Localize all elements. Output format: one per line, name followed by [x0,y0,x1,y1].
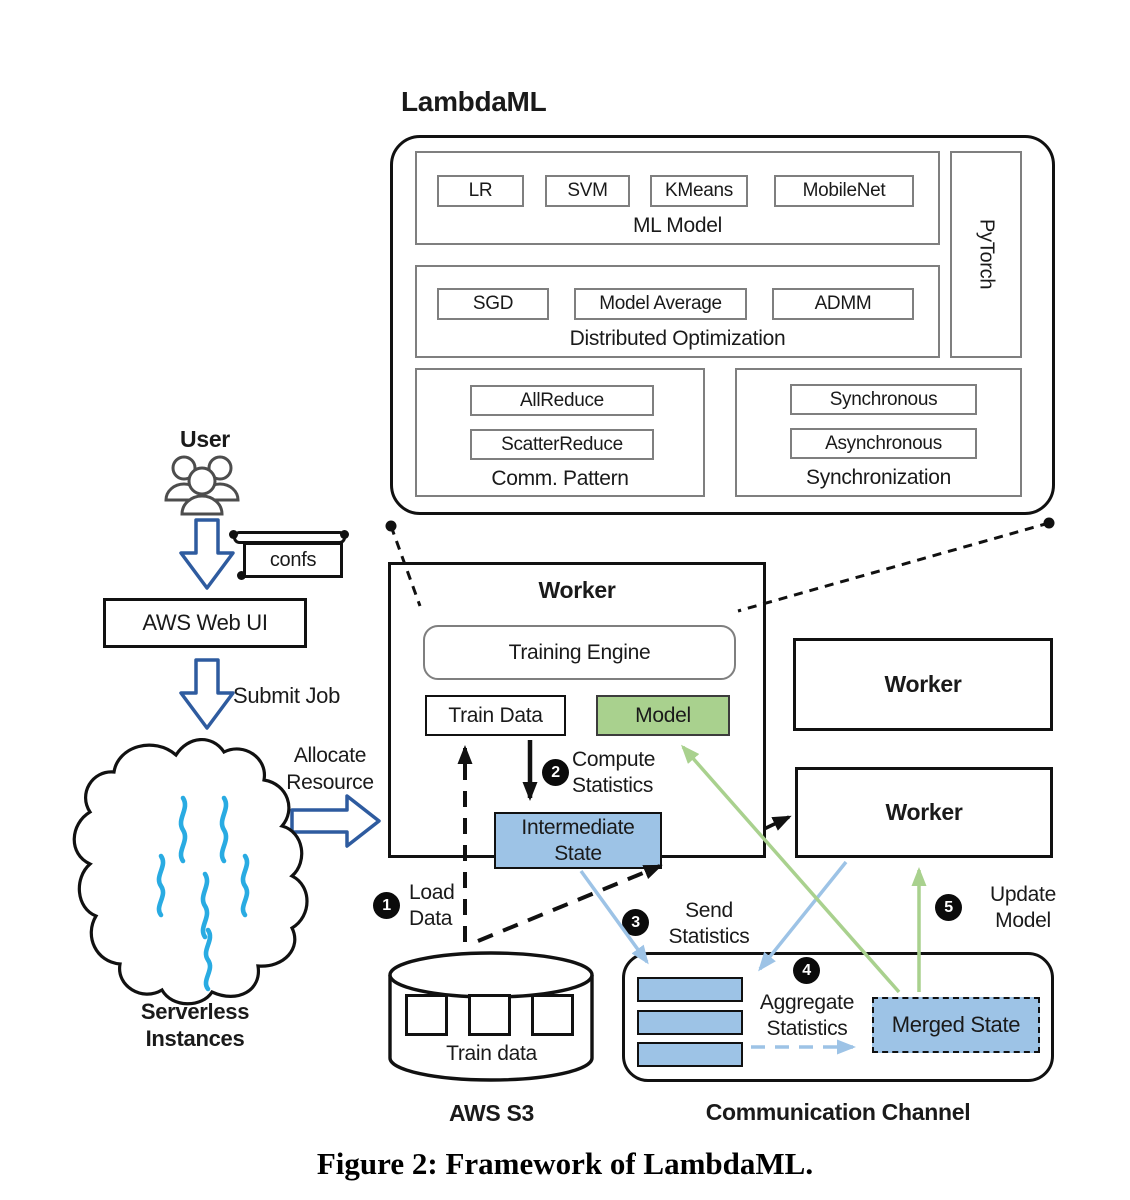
confs-box: confs [243,542,343,578]
down-arrow-icon [179,518,235,590]
step-4-badge: 4 [793,957,820,984]
allocate-resource-label: Allocate Resource [286,744,374,794]
aws-web-ui-box: AWS Web UI [103,598,307,648]
ml-model-item-lr: LR [437,175,524,207]
confs-dot [340,530,349,539]
statistics-bar [637,1042,743,1067]
worker-main-title: Worker [538,577,616,603]
statistics-bar [637,1010,743,1035]
s3-train-data-label: Train data [446,1042,537,1065]
synchronization-label: Synchronization [806,466,951,489]
aws-web-ui-label: AWS Web UI [142,610,268,635]
intermediate-state-box: Intermediate State [494,812,662,869]
sync-item-synchronous: Synchronous [790,384,977,415]
s3-data-block [405,994,448,1036]
cloud-icon [72,737,309,1006]
serverless-instances-label: Serverless Instances [140,999,250,1051]
lambda-squiggles [156,795,250,992]
step-1-badge: 1 [373,892,400,919]
step-5-badge: 5 [935,894,962,921]
comm-pattern-group: AllReduce ScatterReduce Comm. Pattern [415,368,705,497]
figure-caption: Figure 2: Framework of LambdaML. [316,1146,814,1181]
ml-model-item-mobilenet: MobileNet [774,175,914,207]
worker-right-2-box: Worker [795,767,1053,858]
s3-data-block [531,994,574,1036]
worker-link-arrow [763,815,792,831]
step-2-badge: 2 [542,759,569,786]
dist-opt-item-sgd: SGD [437,288,549,320]
user-label: User [180,426,230,452]
pytorch-box: PyTorch [950,151,1022,358]
statistics-bar [637,977,743,1002]
confs-dot [229,530,238,539]
comm-pattern-item-scatterreduce: ScatterReduce [470,429,654,460]
distributed-optimization-label: Distributed Optimization [569,327,786,350]
ml-model-label: ML Model [632,214,723,237]
down-arrow-icon [179,658,235,730]
ml-model-item-svm: SVM [545,175,630,207]
pytorch-label: PyTorch [975,219,998,290]
confs-lid [233,531,346,544]
synchronization-group: Synchronous Asynchronous Synchronization [735,368,1022,497]
s3-data-block [468,994,511,1036]
comm-pattern-label: Comm. Pattern [491,467,629,490]
confs-label: confs [269,548,317,571]
framework-callout-right [737,517,1055,613]
submit-job-label: Submit Job [233,683,341,708]
aws-s3-label: AWS S3 [448,1100,535,1126]
comm-pattern-item-allreduce: AllReduce [470,385,654,416]
framework-title: LambdaML [401,86,547,117]
confs-dot [237,571,246,580]
train-data-box: Train Data [425,695,566,736]
model-box: Model [596,695,730,736]
training-engine-box: Training Engine [423,625,736,680]
worker-right-1-box: Worker [793,638,1053,731]
ml-model-item-kmeans: KMeans [650,175,748,207]
distributed-optimization-group: SGD Model Average ADMM Distributed Optim… [415,265,940,358]
dist-opt-item-model-average: Model Average [574,288,747,320]
user-group-icon [164,455,240,516]
step-3-badge: 3 [622,909,649,936]
dist-opt-item-admm: ADMM [772,288,914,320]
communication-channel-label: Communication Channel [705,1099,971,1125]
right-arrow-icon [290,794,381,848]
merged-state-box: Merged State [872,997,1040,1053]
sync-item-asynchronous: Asynchronous [790,428,977,459]
ml-model-group: LR SVM KMeans MobileNet ML Model [415,151,940,245]
